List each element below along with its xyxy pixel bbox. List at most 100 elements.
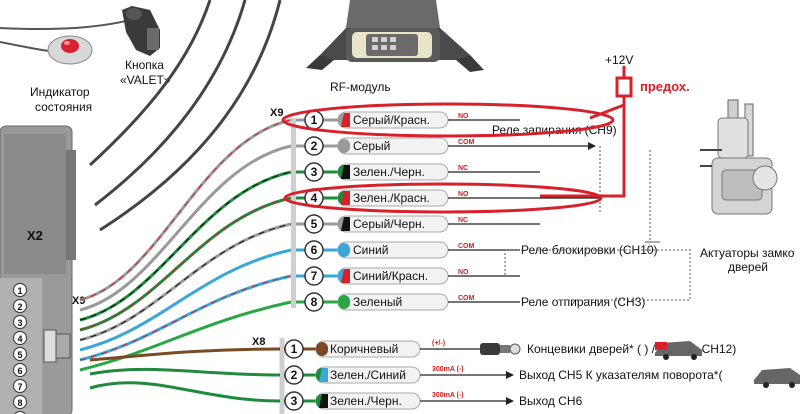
x8-wire-stripe-swatch — [319, 394, 328, 408]
x8-harness-wire — [89, 381, 281, 403]
x9-wire-label: Зелен./Черн. — [353, 165, 425, 179]
x2-title: X2 — [27, 228, 43, 243]
x9-harness-wire — [79, 222, 292, 342]
x9-wire-tag: COM — [458, 295, 475, 302]
x8-wire-color-swatch — [316, 342, 328, 356]
x9-wire-label: Серый — [353, 139, 390, 153]
x9-wire-tag: NO — [458, 269, 469, 276]
x9-wire-color-swatch — [338, 139, 350, 153]
x9-pin-circle — [304, 214, 324, 234]
x9-wire-tag: NC — [458, 217, 468, 224]
car-icon-1 — [655, 341, 702, 360]
x9-wire-label: Синий/Красн. — [353, 269, 428, 283]
actuators-label-1: Актуаторы замко — [700, 246, 795, 260]
x9-wire-stripe-swatch — [341, 269, 350, 283]
door-switch-plug-icon — [480, 343, 521, 355]
x9-wire-tag: COM — [458, 243, 475, 250]
x9-pin-number: 4 — [311, 191, 318, 205]
x8-output-label: Выход CH5 К указателям поворота*( — [519, 368, 722, 382]
x2-pin-circle — [13, 283, 27, 297]
fuse-icon — [615, 76, 633, 98]
x9-pin-circle — [304, 292, 324, 312]
x2-pin-label: 8 — [17, 398, 22, 408]
x9-harness-wire — [79, 274, 292, 362]
x9-wire-tag: NO — [458, 113, 469, 120]
x2-pin-label: 5 — [17, 350, 22, 360]
x2-pin-circle — [13, 299, 27, 313]
x9-wire-label: Серый/Черн. — [353, 217, 425, 231]
x2-pin-circle — [13, 347, 27, 361]
x8-pin-circle — [284, 391, 304, 411]
valet-label-2: «VALET» — [120, 73, 171, 87]
x9-wire-label: Серый/Красн. — [353, 113, 430, 127]
x9-pin-circle — [304, 136, 324, 156]
x8-wire-tag: (+/-) — [432, 340, 445, 347]
indicator-label-1: Индикатор — [30, 85, 90, 99]
x2-pin-label: 6 — [17, 366, 22, 376]
x8-pin-number: 1 — [291, 342, 298, 356]
status-indicator-icon — [47, 35, 93, 65]
x2-pin-label: 4 — [17, 334, 22, 344]
x9-wire-tag: NC — [458, 165, 468, 172]
car-icon-2 — [754, 368, 800, 388]
x8-harness-wire — [89, 367, 281, 377]
x8-wire-tag: 300mA (-) — [432, 392, 464, 399]
x2-pin-circle — [13, 315, 27, 329]
x2-pin-circle — [14, 411, 26, 414]
x9-harness-wire — [79, 300, 292, 372]
highlight-wire-4 — [283, 182, 603, 214]
x8-pin-number: 3 — [291, 394, 298, 408]
x9-pin-circle — [304, 162, 324, 182]
x2-x9-label: X9 — [72, 295, 85, 307]
x9-harness — [79, 118, 292, 372]
highlight-wire-1 — [281, 102, 615, 138]
x2-pin-circle — [13, 331, 27, 345]
x2-pin-label: 1 — [17, 286, 22, 296]
x9-harness-stripe — [79, 119, 292, 301]
x8-harness — [89, 347, 281, 403]
x8-pin-number: 2 — [291, 368, 298, 382]
x8-output-label: Концевики дверей* ( ) / (Выход CH12) — [527, 342, 736, 356]
x9-pin-number: 5 — [311, 217, 318, 231]
x2-pin-label: 7 — [17, 382, 22, 392]
x8-output-label: Выход CH6 — [519, 394, 583, 408]
x9-wire-color-swatch — [338, 243, 350, 257]
x9-pin-number: 2 — [311, 139, 318, 153]
x2-pin-circle — [13, 395, 27, 409]
x9-wire-stripe-swatch — [341, 191, 350, 205]
rf-module-icon — [306, 0, 484, 72]
x9-harness-wire — [79, 144, 292, 312]
x2-pin-label: 3 — [17, 318, 22, 328]
x9-pin-number: 3 — [311, 165, 318, 179]
plus12v-label: +12V — [605, 53, 633, 67]
x9-wire-stripe-swatch — [341, 165, 350, 179]
x8-wire-stripe-swatch — [319, 368, 328, 382]
x9-wire-tag: COM — [458, 139, 475, 146]
x2-connector-block — [0, 125, 76, 414]
x9-pin-circle — [304, 266, 324, 286]
x8-wire-label: Зелен./Черн. — [330, 394, 402, 408]
x9-pin-number: 6 — [311, 243, 318, 257]
x9-harness-wire — [79, 248, 292, 352]
x9-pin-number: 7 — [311, 269, 318, 283]
actuators-label-2: дверей — [728, 260, 768, 274]
x8-pin-circle — [284, 365, 304, 385]
x9-wire-label: Зеленый — [353, 295, 402, 309]
x9-harness-stripe — [79, 197, 292, 331]
valet-button-icon — [122, 6, 160, 56]
fuse-label: предох. — [640, 79, 690, 94]
x9-arrow — [588, 142, 596, 150]
x8-pin-circle — [284, 339, 304, 359]
x2-pin-list: 123456789 — [13, 283, 27, 414]
x9-wire-color-swatch — [338, 295, 350, 309]
indicator-label-2: состояния — [35, 100, 92, 114]
x9-wire-stripe-swatch — [341, 217, 350, 231]
valet-label-1: Кнопка — [125, 58, 164, 72]
x2-pin-circle — [13, 363, 27, 377]
x2-pin-label: 2 — [17, 302, 22, 312]
x9-wire-label: Синий — [353, 243, 388, 257]
x9-connector-strip — [291, 118, 296, 308]
